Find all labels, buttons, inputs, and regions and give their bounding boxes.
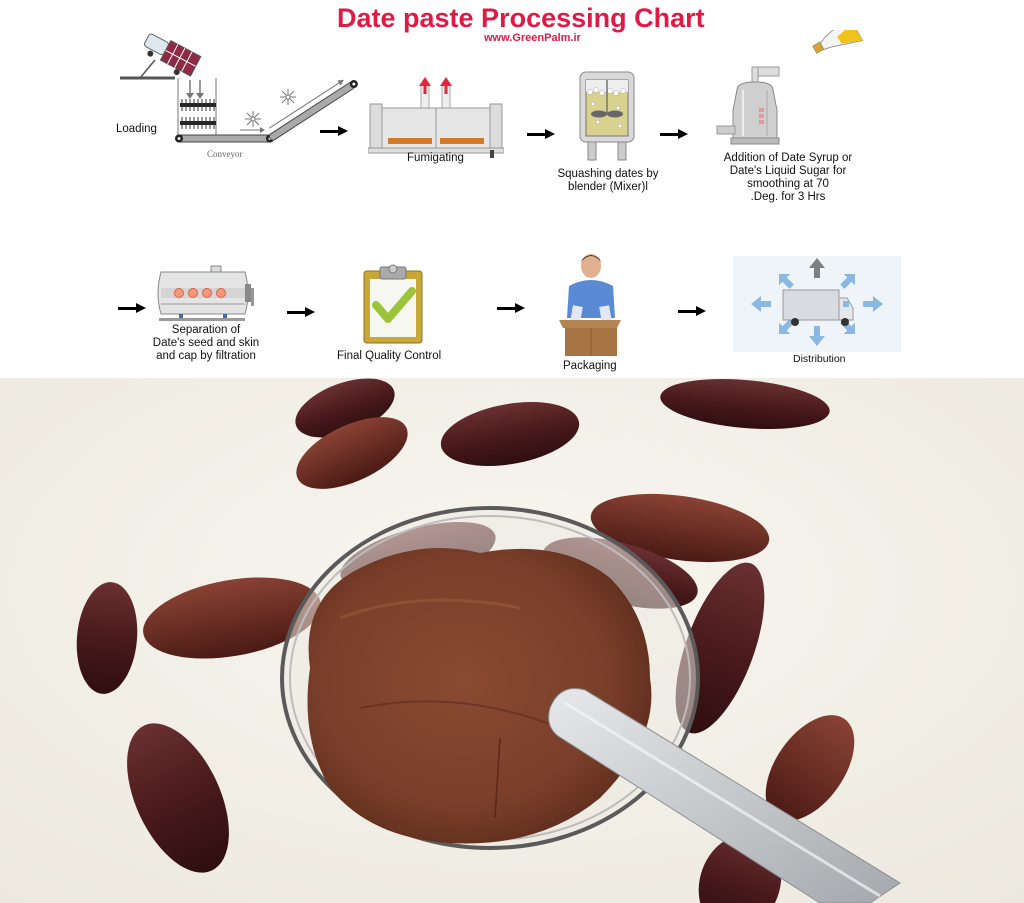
- syrup-tank-icon: [716, 30, 864, 145]
- step-loading-label: Loading: [116, 123, 157, 135]
- conveyor-label: Conveyor: [207, 149, 243, 159]
- flow-arrow-icon: [660, 129, 688, 139]
- flow-arrow-icon: [320, 126, 348, 136]
- step-packaging-label: Packaging: [563, 360, 617, 372]
- filtration-drum-icon: [157, 265, 254, 321]
- loading-conveyor-icon: [120, 33, 358, 143]
- process-diagram: Date paste Processing Chart www.GreenPal…: [0, 0, 1024, 378]
- step-syrup: [715, 30, 865, 150]
- step-packaging: [555, 252, 625, 357]
- clipboard-check-icon: [363, 264, 423, 344]
- flow-arrow-icon: [287, 307, 315, 317]
- flow-arrow-icon: [678, 306, 706, 316]
- date-paste-photo: [0, 378, 1024, 903]
- packaging-worker-icon: [559, 254, 621, 356]
- chart-title: Date paste Processing Chart: [337, 3, 705, 33]
- step-distribution: [733, 256, 901, 352]
- step-fumigating: [368, 74, 504, 164]
- step-squashing-label: Squashing dates by blender (Mixer)l: [557, 168, 659, 193]
- date-paste-bowl-image: [0, 378, 1024, 903]
- website-url: www.GreenPalm.ir: [484, 32, 581, 44]
- step-separation-label: Separation of Date's seed and skin and c…: [152, 324, 260, 362]
- flow-arrow-icon: [527, 129, 555, 139]
- step-quality: [362, 263, 424, 345]
- flow-arrow-icon: [497, 303, 525, 313]
- step-loading: [110, 25, 360, 165]
- step-squashing: [578, 70, 636, 165]
- step-syrup-label: Addition of Date Syrup or Date's Liquid …: [723, 152, 853, 203]
- step-separation: [155, 264, 260, 324]
- step-quality-label: Final Quality Control: [337, 350, 442, 362]
- fumigation-chamber-icon: [368, 77, 504, 158]
- step-distribution-label: Distribution: [793, 353, 846, 365]
- flow-arrow-icon: [118, 303, 146, 313]
- blender-mixer-icon: [579, 71, 635, 161]
- distribution-truck-icon: [751, 258, 883, 346]
- step-fumigating-label: Fumigating: [407, 152, 464, 164]
